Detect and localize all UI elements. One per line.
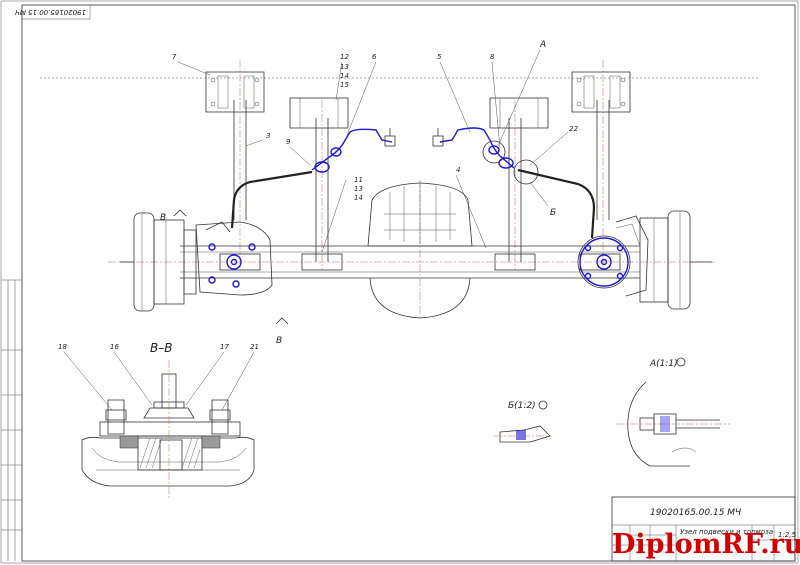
view-a-title: А(1:1)	[649, 359, 678, 369]
callout-21: 21	[250, 343, 259, 351]
right-hub-assembly	[577, 215, 649, 297]
callout-7: 7	[172, 53, 177, 61]
brake-pipes	[311, 127, 515, 173]
view-b: Б(1:2)	[494, 400, 552, 443]
callout-18: 18	[58, 343, 67, 351]
left-backing-plate	[195, 221, 273, 296]
leader-lines	[177, 49, 569, 253]
title-block: 19020165.00.15 МЧ Узел подвески и тормоз…	[611, 496, 796, 562]
callout-5: 5	[437, 53, 442, 61]
detail-circle-b	[513, 159, 539, 185]
stamp-title: Узел подвески и тормоза	[680, 528, 773, 536]
rotate-icon-a	[676, 357, 686, 367]
callout-4: 4	[456, 166, 460, 174]
callout-3: 3	[266, 132, 270, 140]
callout-9: 9	[286, 138, 291, 146]
left-upper-bracket	[205, 71, 265, 113]
detail-circle-a	[482, 140, 506, 164]
callout-11: 11	[354, 176, 363, 184]
section-vv-view: В–В 18 16 17 21	[58, 341, 259, 500]
mirrored-number-text: 19020165.00.15 МЧ	[15, 8, 86, 16]
section-vv-title: В–В	[150, 341, 172, 355]
callout-16: 16	[110, 343, 119, 351]
differential-housing	[367, 182, 473, 319]
callout-13: 13	[340, 63, 349, 71]
callout-14: 14	[340, 72, 349, 80]
callout-8: 8	[490, 53, 495, 61]
right-upper-bracket	[571, 71, 631, 113]
callout-14b: 14	[354, 194, 363, 202]
rotate-icon-b	[538, 400, 548, 410]
left-inner-bracket	[289, 97, 349, 129]
callout-12: 12	[340, 53, 349, 61]
view-b-title: Б(1:2)	[508, 401, 536, 411]
main-axle-view	[40, 49, 760, 325]
left-brake-drum	[120, 212, 197, 312]
callout-17: 17	[220, 343, 229, 351]
mark-a: А	[539, 40, 546, 50]
mark-v-bottom: В	[276, 336, 282, 346]
stamp-scale: 1:2,5	[778, 531, 796, 539]
mark-v-top: В	[160, 213, 166, 223]
inner-frame	[21, 4, 796, 562]
callout-15: 15	[340, 81, 349, 89]
mark-b: Б	[550, 208, 556, 218]
right-brake-drum	[639, 210, 712, 310]
stamp-number: 19020165.00.15 МЧ	[650, 508, 741, 518]
mirrored-number-box: 19020165.00.15 МЧ	[15, 4, 91, 20]
flexible-hoses	[230, 168, 596, 239]
watermark-logo: DiplomRF.ru	[612, 529, 800, 560]
callout-13b: 13	[354, 185, 363, 193]
right-inner-bracket	[489, 97, 549, 129]
callout-22: 22	[569, 125, 578, 133]
left-margin-table	[1, 279, 22, 561]
callout-6: 6	[372, 53, 377, 61]
view-a: А(1:1)	[616, 357, 730, 467]
